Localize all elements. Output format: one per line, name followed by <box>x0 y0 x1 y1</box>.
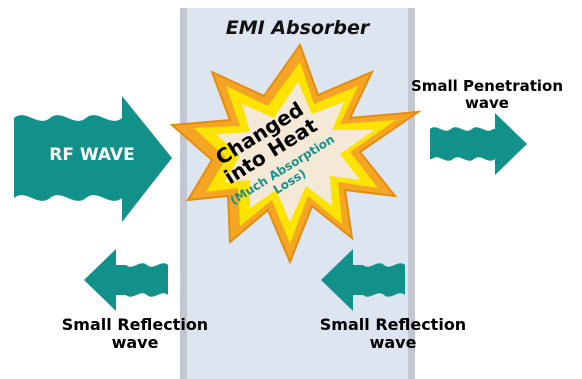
penetration-label-line1: Small Penetration <box>410 77 564 95</box>
absorber-title: EMI Absorber <box>225 17 370 39</box>
penetration-label-line2: wave <box>465 94 509 113</box>
reflection-left-line2: wave <box>111 333 159 353</box>
reflection-right-line2: wave <box>369 333 417 353</box>
absorber-left-edge <box>180 8 187 379</box>
rf-wave-arrow <box>14 96 172 222</box>
penetration-arrow <box>430 113 527 175</box>
rf-wave-label: RF WAVE <box>49 145 135 165</box>
reflection-label-right: Small Reflection wave <box>298 315 488 353</box>
absorber-right-edge <box>408 8 415 379</box>
reflection-label-left: Small Reflection wave <box>40 315 230 353</box>
reflection-left-line1: Small Reflection <box>61 315 209 334</box>
reflection-arrow-right <box>321 249 405 311</box>
reflection-arrow-left <box>84 249 168 311</box>
heat-burst-core <box>216 82 374 222</box>
reflection-right-line1: Small Reflection <box>319 315 467 334</box>
penetration-label: Small Penetration wave <box>392 77 582 113</box>
